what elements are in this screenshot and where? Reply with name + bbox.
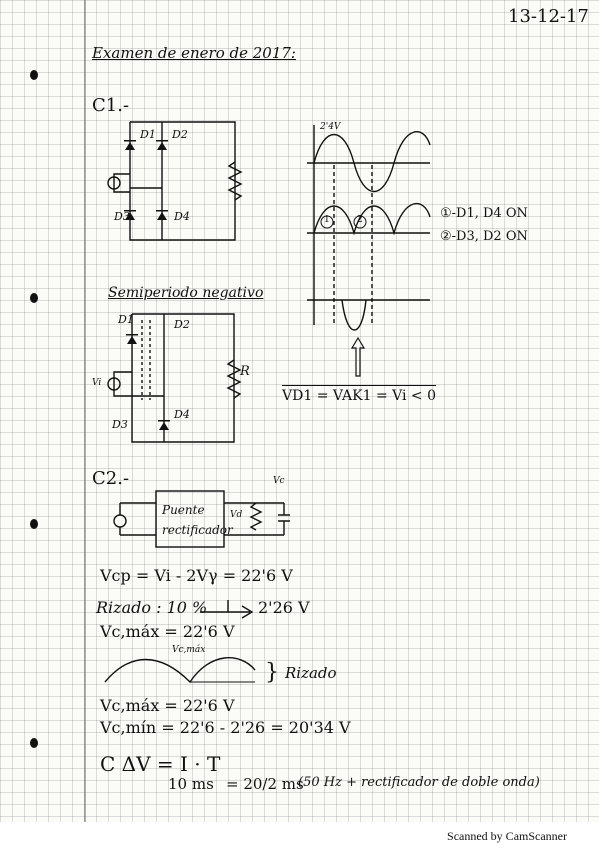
eq-10ms: 10 ms xyxy=(168,775,214,793)
c1-label: C1.- xyxy=(92,95,130,116)
scanned-watermark: Scanned by CamScanner xyxy=(447,829,567,843)
binder-hole xyxy=(30,519,38,529)
d1-label: D1 xyxy=(140,128,156,141)
d2-label: D2 xyxy=(172,128,188,141)
d2-label-neg: D2 xyxy=(174,318,190,331)
binder-hole xyxy=(30,70,38,80)
c2-block-diagram xyxy=(113,490,290,548)
date: 13-12-17 xyxy=(508,6,589,27)
notebook-page: 13-12-17 Examen de enero de 2017: C1.- D… xyxy=(0,0,599,822)
binder-hole xyxy=(30,738,38,748)
eq-rizado-left: Rizado : 10 % xyxy=(96,598,208,617)
note-1: ①-D1, D4 ON xyxy=(440,206,528,221)
rizado-label: Rizado xyxy=(285,664,337,682)
wave-label: Vc,máx xyxy=(172,645,206,655)
block-rectifier: Puente rectificador xyxy=(162,503,233,537)
vi-label: Vi xyxy=(92,378,102,388)
eq-vcmax-1: Vc,máx = 22'6 V xyxy=(100,622,235,641)
eq-note: (50 Hz + rectificador de doble onda) xyxy=(298,775,540,790)
peak-label: 2'4V xyxy=(320,122,341,132)
bridge-circuit-top xyxy=(107,121,243,241)
arrow-up-icon xyxy=(350,336,366,377)
waveform-graph xyxy=(307,125,431,331)
footer: Scanned by CamScanner xyxy=(0,826,599,848)
r-label: R xyxy=(240,364,250,379)
eq-vcp: Vcp = Vi - 2Vγ = 22'6 V xyxy=(100,566,293,585)
d1-label-neg: D1 xyxy=(118,313,134,326)
exam-title: Examen de enero de 2017: xyxy=(92,44,296,62)
vd-label: Vd xyxy=(230,510,243,520)
eq-cdv: C ΔV = I · T xyxy=(100,752,221,776)
binder-hole xyxy=(30,293,38,303)
eq-vcmax-2: Vc,máx = 22'6 V xyxy=(100,696,235,715)
subtitle-negative: Semiperiodo negativo xyxy=(108,285,264,301)
c1-equation: VD1 = VAK1 = Vi < 0 xyxy=(282,385,437,404)
eq-rizado-right: 2'26 V xyxy=(258,598,310,617)
ripple-wave xyxy=(104,657,256,684)
note-2: ②-D3, D2 ON xyxy=(440,229,528,244)
d3-label-neg: D3 xyxy=(112,418,128,431)
region-2: 2 xyxy=(357,215,363,225)
arrow-right-icon xyxy=(200,600,254,619)
d4-label: D4 xyxy=(174,210,190,223)
margin-line xyxy=(84,0,86,822)
bridge-circuit-bottom xyxy=(107,313,242,443)
eq-vcmin: Vc,mín = 22'6 - 2'26 = 20'34 V xyxy=(100,718,351,737)
region-1: 1 xyxy=(324,215,330,225)
eq-20-2: = 20/2 ms xyxy=(226,775,304,793)
c2-label: C2.- xyxy=(92,468,130,489)
d3-label: D3 xyxy=(114,210,130,223)
vc-label: Vc xyxy=(273,476,285,486)
d4-label-neg: D4 xyxy=(174,408,190,421)
